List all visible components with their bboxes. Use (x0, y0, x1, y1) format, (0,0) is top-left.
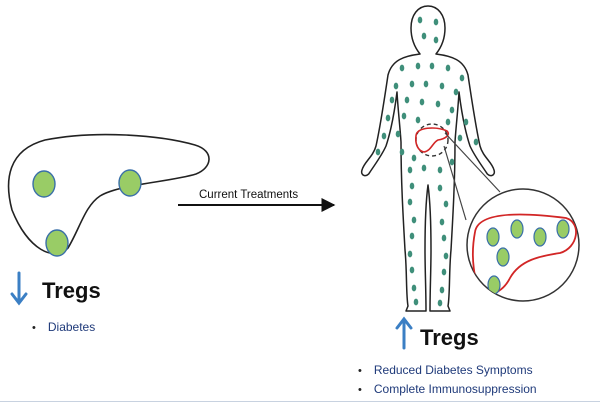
pancreas-outline (7, 133, 210, 255)
treg-dot (409, 182, 415, 190)
treg-dot (381, 132, 387, 140)
treg-dot (404, 96, 410, 104)
treg-dot (409, 80, 415, 88)
treg-dot (433, 18, 439, 26)
treg-dot (445, 118, 451, 126)
zoom-connector (443, 145, 467, 221)
arrow-down-icon (10, 271, 28, 306)
treg-dot (441, 268, 447, 276)
treg-dot (445, 64, 451, 72)
treg-dot (399, 64, 405, 72)
zoom-connector (444, 132, 501, 193)
treg-dot (407, 166, 413, 174)
right-bullet-immunosuppression: Complete Immunosuppression (358, 382, 537, 396)
bottom-rule (0, 401, 600, 402)
zoomed-cell (486, 227, 500, 247)
islet-cell (118, 169, 142, 197)
treg-dot (439, 218, 445, 226)
treg-dot (429, 62, 435, 70)
treg-dot (415, 116, 421, 124)
treg-dot (433, 36, 439, 44)
treg-dot (459, 74, 465, 82)
left-tregs-label: Tregs (42, 278, 101, 303)
treg-dot (395, 130, 401, 138)
treg-dot (473, 138, 479, 146)
right-bullet-reduced-symptoms: Reduced Diabetes Symptoms (358, 363, 533, 377)
treg-dots (375, 16, 479, 307)
treg-dot (375, 148, 381, 156)
treg-dot (463, 118, 469, 126)
treg-dot (411, 216, 417, 224)
body-pancreas-red (415, 127, 450, 153)
treg-dot (407, 250, 413, 258)
treg-dot (437, 299, 443, 307)
treg-dot (421, 164, 427, 172)
treg-dot (401, 112, 407, 120)
treg-dot (437, 184, 443, 192)
treg-dot (411, 284, 417, 292)
treg-dot (407, 198, 413, 206)
treg-dot (423, 80, 429, 88)
treg-dot (449, 158, 455, 166)
islet-cell (32, 170, 56, 198)
right-tregs-label: Tregs (420, 325, 479, 350)
current-treatments-label: Current Treatments (199, 189, 299, 201)
treg-dot (411, 154, 417, 162)
treg-dot (439, 82, 445, 90)
treg-dot (421, 32, 427, 40)
zoom-circle (466, 188, 580, 302)
zoomed-cell (496, 247, 510, 267)
treg-dot (439, 286, 445, 294)
human-body-outline (360, 5, 496, 312)
treg-dot (457, 134, 463, 142)
treg-dot (453, 88, 459, 96)
treg-dot (409, 232, 415, 240)
treg-dot (389, 96, 395, 104)
treg-dot (435, 100, 441, 108)
treg-dot (417, 16, 423, 24)
zoomed-cell (487, 275, 501, 295)
left-bullet-diabetes: Diabetes (32, 320, 95, 334)
arrow-up-icon (395, 316, 413, 350)
zoomed-cell (533, 227, 547, 247)
treg-dot (399, 148, 405, 156)
islet-cell (45, 229, 69, 257)
treg-dot (441, 234, 447, 242)
treg-dot (443, 252, 449, 260)
treg-dot (385, 114, 391, 122)
treg-dot (449, 106, 455, 114)
treg-dot (437, 166, 443, 174)
treg-dot (419, 98, 425, 106)
treg-dot (415, 62, 421, 70)
zoomed-cell (556, 219, 570, 239)
treg-dot (409, 266, 415, 274)
treg-dot (393, 82, 399, 90)
treg-dot (413, 298, 419, 306)
zoomed-cell (510, 219, 524, 239)
treg-dot (443, 200, 449, 208)
